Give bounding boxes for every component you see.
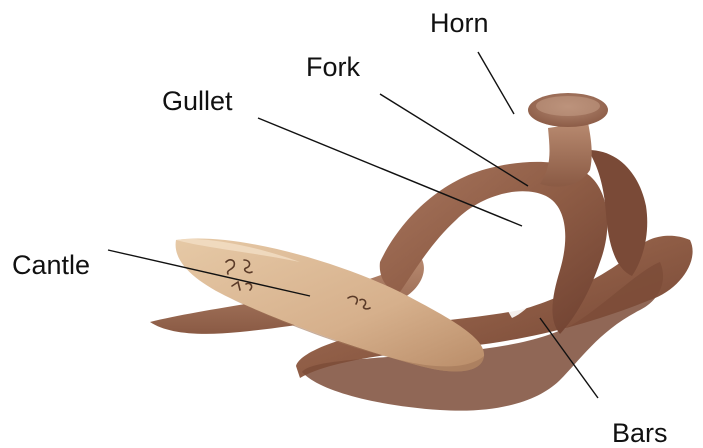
horn-neck [540,122,592,187]
gullet-opening [456,198,556,318]
horn-label: Horn [430,10,489,37]
fork-label: Fork [306,54,360,81]
fork-leader-line [380,94,528,186]
gullet-label: Gullet [162,88,233,115]
horn-cap-highlight [536,96,600,116]
cantle-label: Cantle [12,252,90,279]
horn-leader-line [478,52,514,114]
bars-label: Bars [612,420,668,447]
